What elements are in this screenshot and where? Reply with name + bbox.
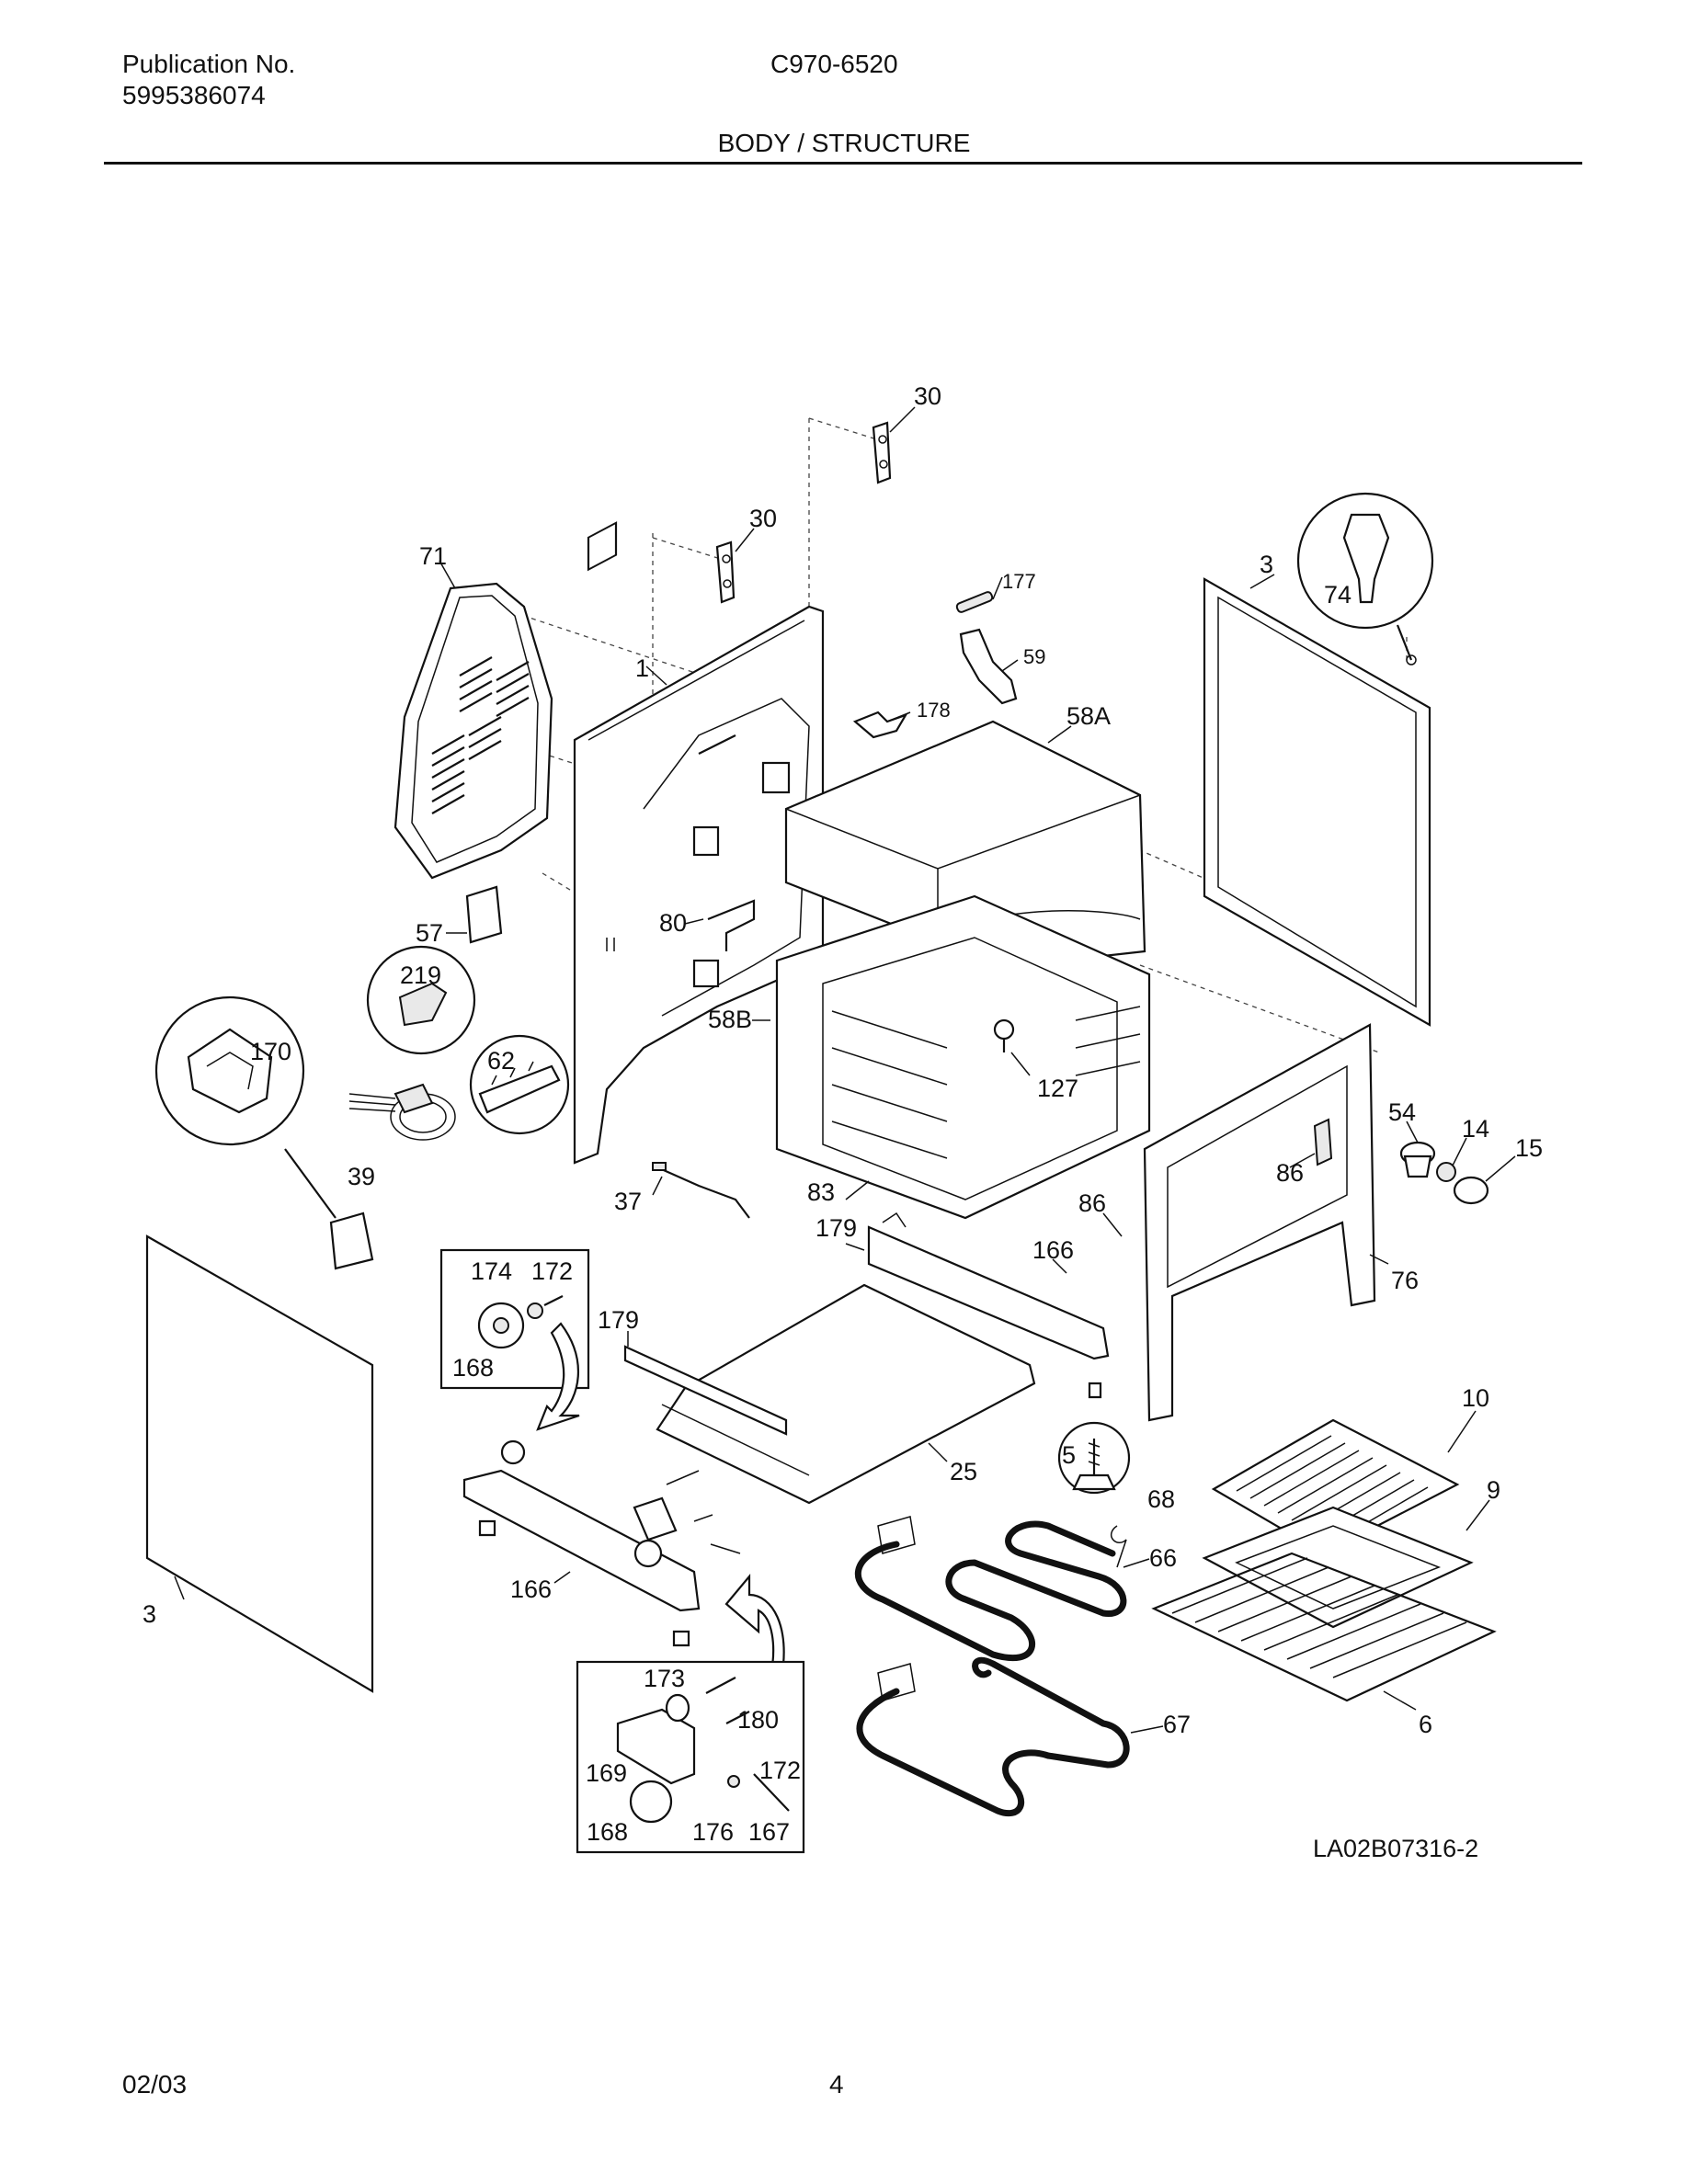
callout: 30 <box>914 382 941 410</box>
callout: 167 <box>748 1818 790 1846</box>
callout: 83 <box>807 1178 835 1206</box>
louvers <box>431 656 530 814</box>
page-number: 4 <box>829 2070 844 2099</box>
callout: 1 <box>635 654 649 682</box>
drawing-id: LA02B07316-2 <box>1313 1835 1478 1862</box>
publication-number: 5995386074 <box>122 81 266 109</box>
callout: 174 <box>471 1257 512 1285</box>
callout: 179 <box>598 1306 639 1334</box>
callout: 74 <box>1324 581 1352 609</box>
header-rule <box>104 162 1582 165</box>
callout: 25 <box>950 1458 977 1485</box>
wire-harness-37 <box>652 1162 750 1219</box>
callout: 127 <box>1037 1075 1078 1102</box>
detail-box-roller <box>439 1248 590 1431</box>
lamp-lens-14 <box>1436 1162 1456 1182</box>
detail-circle-74 <box>1296 492 1434 665</box>
callout: 168 <box>452 1354 494 1382</box>
oven-sensor-127 <box>993 1018 1015 1052</box>
callout: 178 <box>917 699 951 722</box>
callout: 170 <box>250 1038 291 1065</box>
callout: 176 <box>692 1818 734 1846</box>
plate-57 <box>465 885 503 944</box>
callout: 173 <box>644 1665 685 1692</box>
callout: 37 <box>614 1188 642 1215</box>
callout: 177 <box>1002 570 1036 593</box>
callout: 86 <box>1078 1189 1106 1217</box>
side-panel-3-left <box>145 1234 374 1693</box>
callout: 67 <box>1163 1711 1191 1738</box>
hinge-bracket-30 <box>872 421 892 484</box>
callout: 54 <box>1388 1098 1416 1126</box>
callout: 9 <box>1487 1476 1500 1504</box>
rail-166-left <box>462 1439 741 1647</box>
callout: 62 <box>487 1047 515 1075</box>
callout: 30 <box>749 505 777 532</box>
detail-circle-219 <box>366 945 476 1055</box>
power-cord-39 <box>348 1083 456 1141</box>
callout: 76 <box>1391 1267 1419 1294</box>
callout: 172 <box>759 1757 801 1784</box>
broil-pan-9 <box>1202 1506 1474 1629</box>
callout: 3 <box>1260 551 1273 578</box>
callout: 57 <box>416 919 443 947</box>
back-panel-1 <box>573 521 825 1165</box>
callout: 80 <box>659 909 687 937</box>
oven-rack-6 <box>1151 1552 1497 1702</box>
callout: 86 <box>1276 1159 1304 1187</box>
bracket-178 <box>852 711 908 739</box>
leveling-leg-5 <box>1057 1382 1131 1495</box>
callout-labels: 30 30 71 1 177 59 178 58A 3 74 57 80 219… <box>143 382 1543 1846</box>
oven-cavity <box>775 894 1151 1220</box>
callout: 172 <box>531 1257 573 1285</box>
broil-element-66 <box>854 1516 1127 1662</box>
leader-lines <box>174 406 1516 1734</box>
rail-166-right <box>867 1211 1110 1360</box>
curved-arrow <box>724 1573 785 1679</box>
callout: 6 <box>1419 1711 1432 1738</box>
callout: 58A <box>1066 702 1111 730</box>
detail-circle-62 <box>469 1034 570 1135</box>
callout: 219 <box>400 961 441 989</box>
callout: 166 <box>1032 1236 1074 1264</box>
callout: 15 <box>1515 1134 1543 1162</box>
callout: 180 <box>737 1706 779 1734</box>
callout: 5 <box>1062 1441 1076 1469</box>
publication-label: Publication No. <box>122 50 296 78</box>
back-cover-71 <box>393 582 553 880</box>
bake-element-67 <box>856 1656 1130 1817</box>
callout: 14 <box>1462 1115 1489 1143</box>
footer-date: 02/03 <box>122 2070 188 2099</box>
clip-68 <box>1111 1525 1127 1568</box>
bottom-panel-25 <box>623 1283 1036 1505</box>
callout: 168 <box>587 1818 628 1846</box>
callout: 59 <box>1023 645 1045 668</box>
lamp-bulb-15 <box>1453 1176 1489 1205</box>
section-title: BODY / STRUCTURE <box>717 129 971 157</box>
callout: 3 <box>143 1600 156 1628</box>
front-frame-76 <box>1143 1023 1376 1422</box>
callout: 58B <box>708 1006 752 1033</box>
side-panel-3-right <box>1203 577 1431 1027</box>
callout: 68 <box>1147 1485 1175 1513</box>
vent-clip-177 <box>955 591 994 613</box>
callout: 66 <box>1149 1544 1177 1572</box>
callout: 71 <box>419 542 447 570</box>
model-number: C970-6520 <box>770 50 898 78</box>
callout: 179 <box>815 1214 857 1242</box>
lamp-socket-54 <box>1399 1141 1436 1178</box>
vent-tube-59 <box>959 628 1018 705</box>
callout: 10 <box>1462 1384 1489 1412</box>
hinge-bracket-30b <box>715 540 736 604</box>
callout: 166 <box>510 1575 552 1603</box>
callout: 169 <box>586 1759 627 1787</box>
detail-box-rear-roller <box>576 1660 805 1854</box>
callout: 39 <box>348 1163 375 1190</box>
detail-circle-170 <box>154 995 374 1270</box>
